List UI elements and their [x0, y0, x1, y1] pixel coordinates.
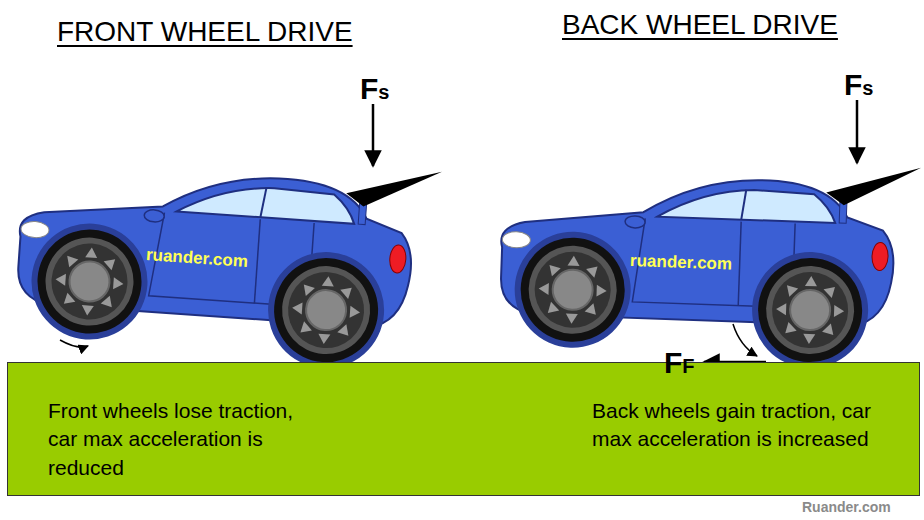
ground-band: Front wheels lose traction, car max acce… — [7, 362, 920, 496]
panel-heading: BACK WHEEL DRIVE — [562, 10, 838, 41]
force-label: FF — [664, 346, 695, 379]
note-text: Front wheels lose traction, car max acce… — [48, 397, 318, 482]
car-decal: ruander.com — [145, 246, 248, 272]
force-label: Fs — [360, 72, 389, 105]
watermark: Ruander.com — [802, 500, 891, 515]
car-decal: ruander.com — [630, 252, 733, 274]
note-text: Back wheels gain traction, car max accel… — [592, 397, 892, 454]
force-label: Fs — [844, 68, 873, 101]
panel-heading: FRONT WHEEL DRIVE — [57, 17, 353, 48]
